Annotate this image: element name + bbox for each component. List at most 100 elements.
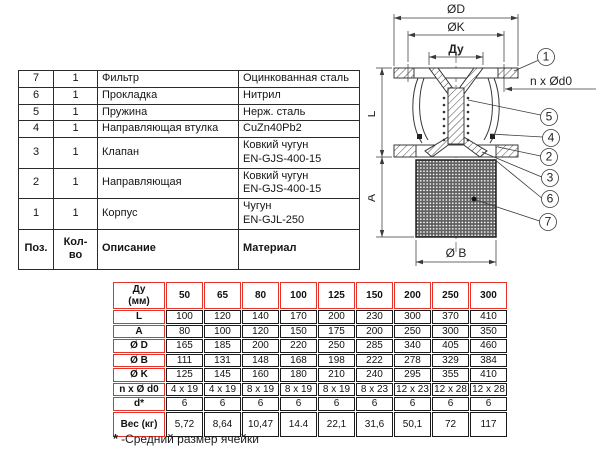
footnote-star: * [113,431,119,446]
dims-value-cell: 8 x 23 [356,382,393,396]
dims-value-cell: 6 [356,397,393,411]
dims-value-cell: 285 [356,339,393,353]
dims-value-cell: 14.4 [280,411,317,437]
dims-value-cell: 148 [242,353,279,367]
dims-row-label: Ø D [113,339,165,353]
dims-value-cell: 168 [280,353,317,367]
dims-size-header: 100 [280,282,317,309]
dims-value-cell: 12 x 28 [432,382,469,396]
callout-4-number: 4 [548,131,555,145]
dims-size-header: 300 [470,282,507,309]
seal-right [490,134,495,139]
part-description: Направляющая [97,167,239,199]
callout-3: 3 [541,169,559,187]
part-material: CuZn40Pb2 [238,120,360,138]
dims-value-cell: 210 [318,368,355,382]
dimension-l: L [368,67,392,158]
part-material: Нитрил [238,86,360,105]
callout-6: 6 [541,190,559,208]
dims-value-cell: 200 [242,339,279,353]
parts-header-qty: Кол-во [53,228,98,270]
dims-value-cell: 6 [280,397,317,411]
dims-value-cell: 12 x 23 [394,382,431,396]
part-position: 6 [18,86,54,105]
dims-row-label: Вес (кг) [113,411,165,437]
dims-value-cell: 12 x 28 [470,382,507,396]
callout-5-number: 5 [546,110,553,124]
footnote: *-Средний размер ячейки [113,431,259,446]
dims-value-cell: 250 [394,324,431,338]
dims-corner-cell: Ду (мм) [113,282,165,309]
dims-value-cell: 200 [356,324,393,338]
part-description: Направляющая втулка [97,120,239,138]
parts-header-pos: Поз. [18,228,54,270]
dims-value-cell: 350 [470,324,507,338]
callout-6-number: 6 [547,192,554,206]
dims-value-cell: 131 [204,353,241,367]
part-quantity: 1 [53,103,98,122]
dimension-du: Ду [428,42,484,65]
part-description: Пружина [97,103,239,122]
dims-value-cell: 8,64 [204,411,241,437]
valve-stem [447,87,465,145]
dims-row-label: d* [113,397,165,411]
part-position: 5 [18,103,54,122]
part-material: Оцинкованная сталь [238,70,360,88]
dims-value-cell: 6 [242,397,279,411]
dims-value-cell: 370 [432,310,469,324]
dims-value-cell: 185 [204,339,241,353]
dims-value-cell: 250 [318,339,355,353]
dims-value-cell: 198 [318,353,355,367]
callout-2: 2 [540,148,558,166]
dims-value-cell: 340 [394,339,431,353]
label-dia-b: Ø B [446,246,467,260]
callouts: 1 5 4 2 3 6 7 [467,48,560,231]
part-material: Ковкий чугун EN-GJS-400-15 [238,137,360,169]
dims-value-cell: 300 [432,324,469,338]
dims-value-cell: 384 [470,353,507,367]
dims-row-label: L [113,310,165,324]
label-a: A [368,194,378,202]
part-position: 1 [18,198,54,230]
dimension-a: A [368,157,414,238]
dims-value-cell: 405 [432,339,469,353]
dims-value-cell: 170 [280,310,317,324]
parts-header-desc: Описание [97,228,239,270]
dims-value-cell: 300 [394,310,431,324]
dims-value-cell: 355 [432,368,469,382]
spring-coils [442,96,470,142]
dims-size-header: 65 [204,282,241,309]
dims-value-cell: 160 [242,368,279,382]
part-material: Нерж. сталь [238,103,360,122]
dims-value-cell: 278 [394,353,431,367]
dims-value-cell: 8 x 19 [242,382,279,396]
part-quantity: 1 [53,70,98,88]
label-dia-d: ØD [447,2,465,16]
dims-value-cell: 150 [280,324,317,338]
valve-drawing: ØD ØK Ду n x Ød0 [368,2,596,266]
valve-body [393,64,519,238]
dims-value-cell: 100 [204,324,241,338]
dims-value-cell: 31,6 [356,411,393,437]
dimension-b: Ø B [415,240,497,266]
dims-value-cell: 4 x 19 [166,382,203,396]
dims-value-cell: 410 [470,310,507,324]
dims-size-header: 50 [166,282,203,309]
dims-value-cell: 6 [432,397,469,411]
dims-value-cell: 10,47 [242,411,279,437]
dims-value-cell: 6 [394,397,431,411]
dims-row-label: n x Ø d0 [113,382,165,396]
callout-1-number: 1 [543,50,550,64]
